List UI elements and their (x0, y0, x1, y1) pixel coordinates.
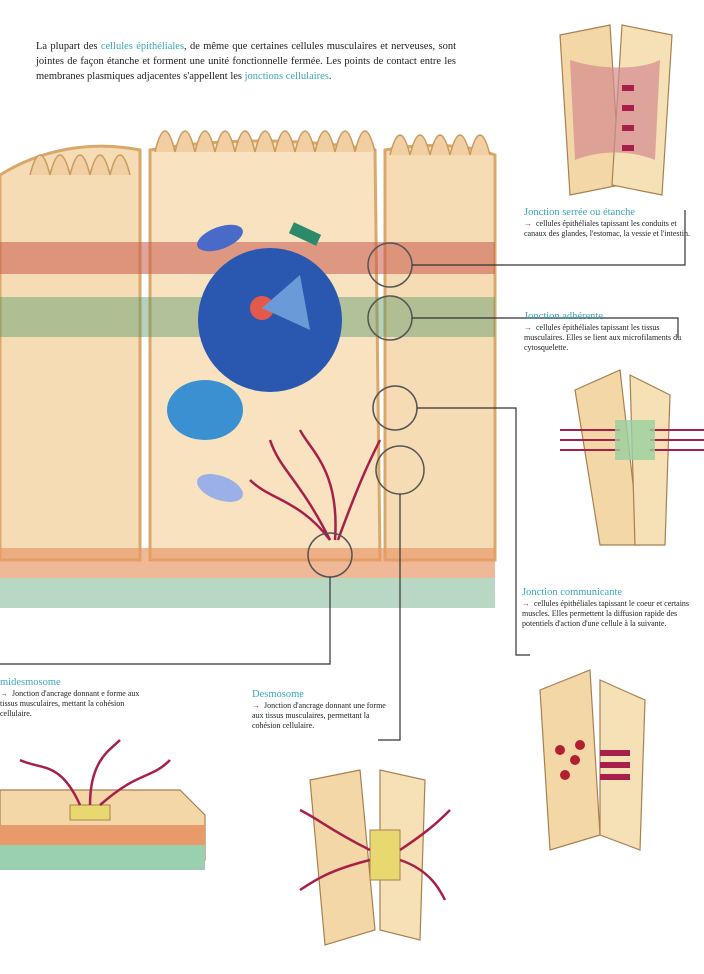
adherens-junction-text: cellules épithéliales tapissant les tiss… (524, 323, 681, 352)
adherens-junction-label: Jonction adhérente →cellules épithéliale… (524, 310, 684, 353)
gap-junction-label: Jonction communicante →cellules épithéli… (522, 586, 700, 629)
gap-junction-text: cellules épithéliales tapissant le coeur… (522, 599, 689, 628)
desmosome-text: Jonction d'ancrage donnant une forme aux… (252, 701, 386, 730)
tight-junction-text: cellules épithéliales tapissant les cond… (524, 219, 690, 238)
arrow-icon: → (524, 323, 532, 332)
adherens-junction-title: Jonction adhérente (524, 310, 684, 323)
epithelial-tissue (0, 131, 495, 608)
gap-junction-title: Jonction communicante (522, 586, 700, 599)
arrow-icon: → (252, 701, 260, 710)
hemidesmosome-label: midesmosome →Jonction d'ancrage donnant … (0, 676, 150, 719)
arrow-icon: → (522, 599, 530, 608)
gap-junction-detail (540, 670, 645, 850)
adherens-junction-detail (560, 370, 704, 545)
arrow-icon: → (524, 219, 532, 228)
hemidesmosome-title: midesmosome (0, 676, 150, 689)
desmosome-label: Desmosome →Jonction d'ancrage donnant un… (252, 688, 398, 731)
desmosome-title: Desmosome (252, 688, 398, 701)
arrow-icon: → (0, 689, 8, 698)
hemidesmosome-detail (0, 740, 205, 870)
tight-junction-detail (560, 25, 672, 195)
tight-junction-title: Jonction serrée ou étanche (524, 206, 696, 219)
desmosome-detail (300, 770, 450, 945)
hemidesmosome-text: Jonction d'ancrage donnant e forme aux t… (0, 689, 139, 718)
tight-junction-label: Jonction serrée ou étanche →cellules épi… (524, 206, 696, 239)
